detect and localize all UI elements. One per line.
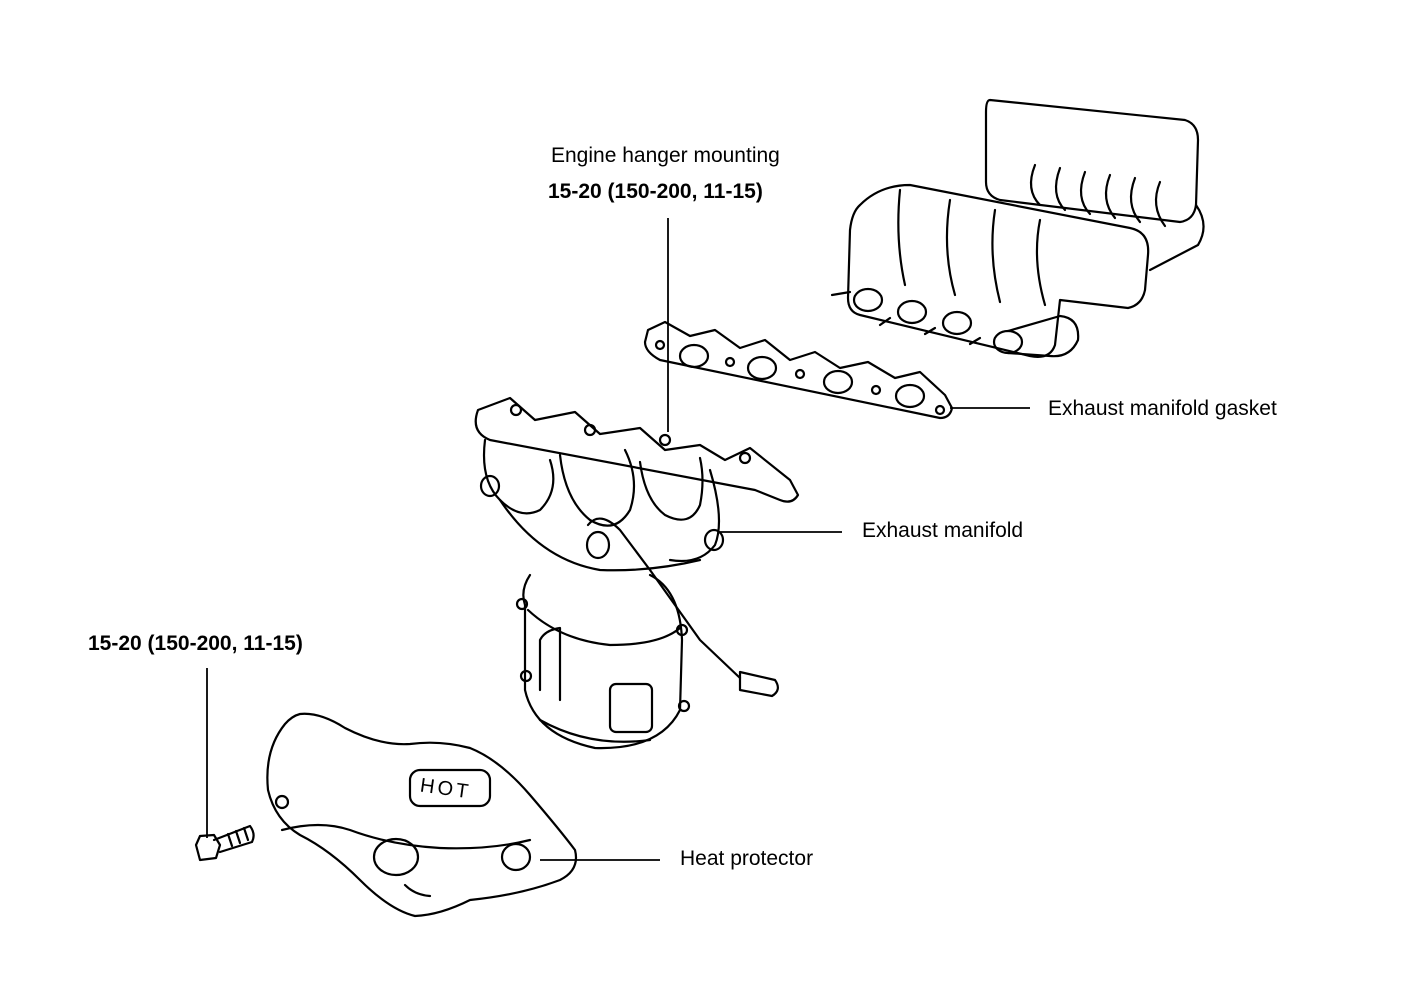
heat-protector xyxy=(266,712,578,918)
exhaust-manifold-gasket-label: Exhaust manifold gasket xyxy=(1048,397,1277,420)
heat-protector-label: Heat protector xyxy=(680,847,814,870)
heat-protector-bolt xyxy=(194,824,255,862)
exhaust-manifold-label: Exhaust manifold xyxy=(862,519,1024,542)
engine-hanger-title: Engine hanger mounting xyxy=(551,144,780,167)
cylinder-head xyxy=(830,98,1205,358)
exhaust-manifold-gasket xyxy=(643,320,954,420)
exhaust-manifold xyxy=(474,396,800,750)
heat-protector-torque: 15-20 (150-200, 11-15) xyxy=(88,632,303,655)
engine-hanger-torque: 15-20 (150-200, 11-15) xyxy=(548,180,763,203)
